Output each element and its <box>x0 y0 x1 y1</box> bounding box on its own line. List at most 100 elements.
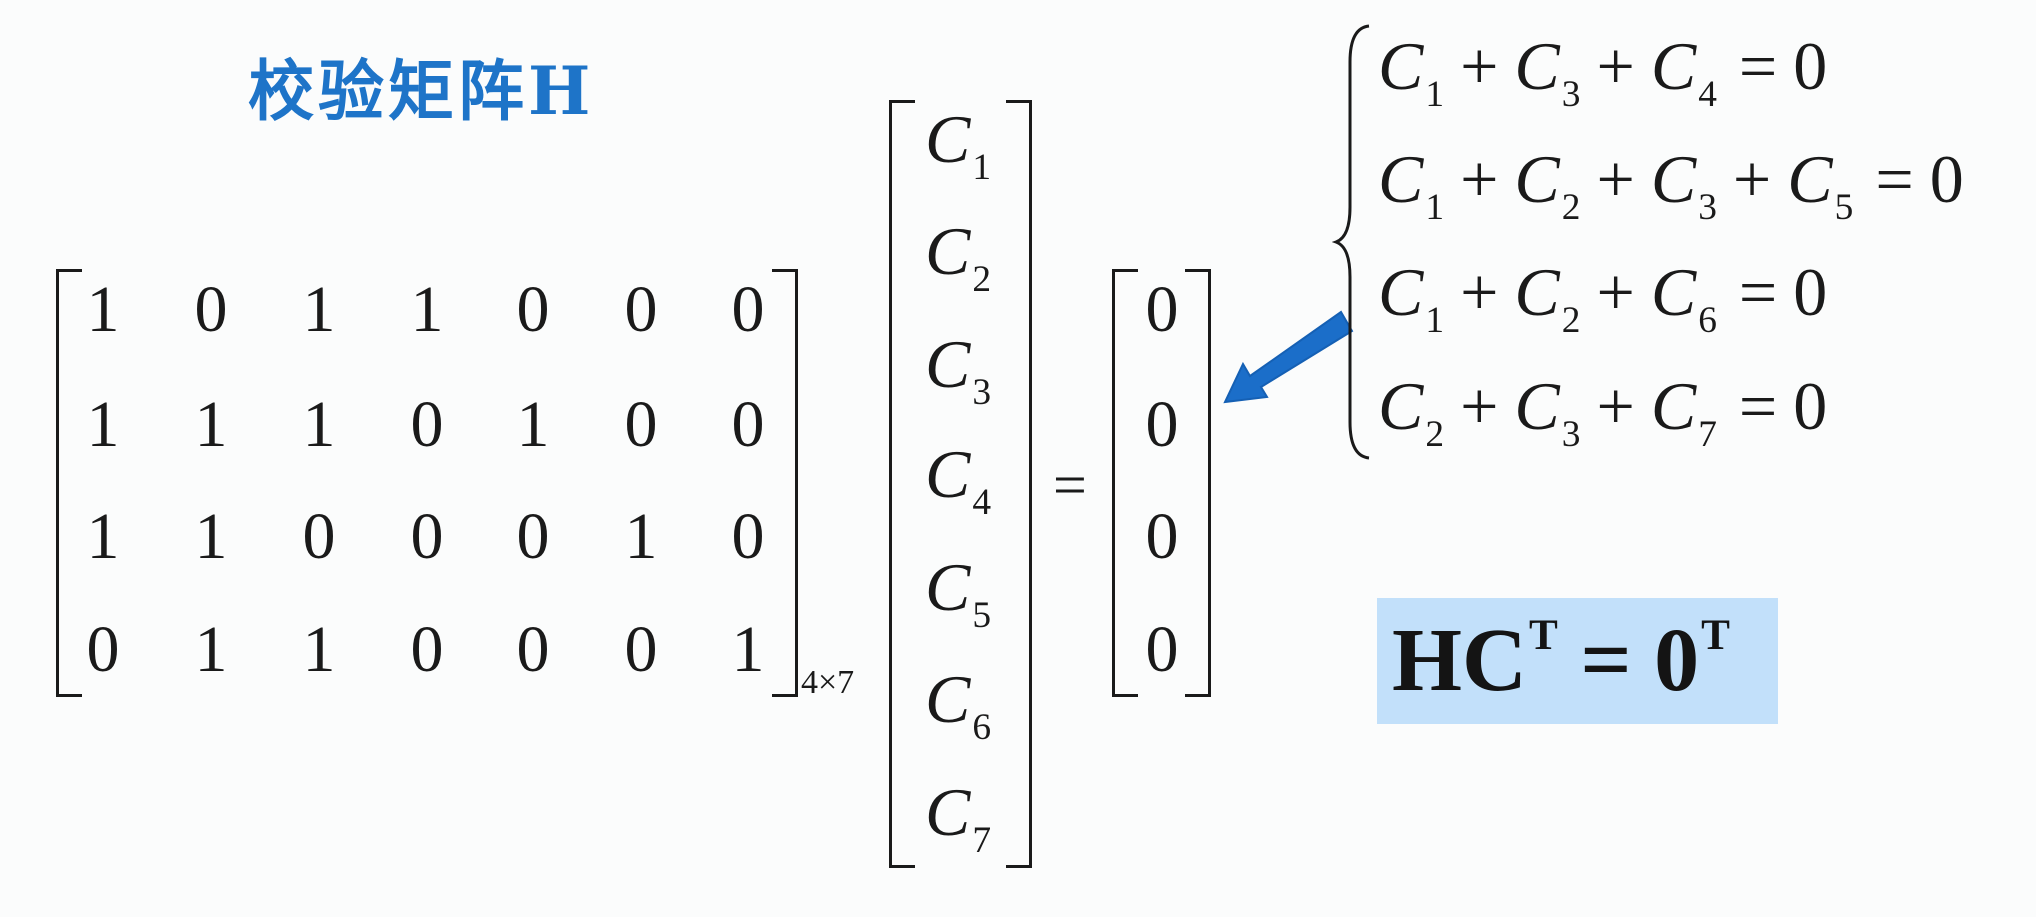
zero-vector-entry: 0 <box>1145 388 1179 461</box>
equation-rhs: 0 <box>1793 254 1828 330</box>
term-symbol: C <box>1787 141 1833 217</box>
matrix-h-cell: 0 <box>410 388 444 461</box>
term-symbol: C <box>1514 368 1560 444</box>
formula-lhs-sup: T <box>1529 612 1558 659</box>
zero-vector-right-bracket <box>1185 269 1211 697</box>
equation-equals: = <box>1738 28 1778 104</box>
codeword-entry: C4 <box>898 440 1018 521</box>
codeword-index: 4 <box>972 481 992 523</box>
codeword-entry: C3 <box>898 330 1018 411</box>
term-symbol: C <box>1514 254 1560 330</box>
formula-rhs: 0 <box>1654 611 1700 711</box>
matrix-h-cell: 0 <box>194 273 228 346</box>
matrix-h-cell: 0 <box>410 613 444 686</box>
equation-line: C1+C3+C4=0 <box>1378 32 1827 113</box>
equation-equals: = <box>1875 141 1914 217</box>
codeword-index: 5 <box>972 594 992 636</box>
plus-sign: + <box>1596 254 1635 330</box>
matrix-h-cell: 0 <box>731 500 765 573</box>
equation-equals: = <box>1738 368 1778 444</box>
equation-term: C2 <box>1514 254 1580 339</box>
formula-eq: = <box>1580 611 1632 711</box>
term-index: 4 <box>1698 73 1717 115</box>
term-symbol: C <box>1650 368 1697 444</box>
term-symbol: C <box>1650 254 1697 330</box>
equation-term: C6 <box>1650 254 1717 339</box>
term-index: 5 <box>1834 186 1854 228</box>
equation-term: C7 <box>1650 368 1717 453</box>
codeword-vector-right-bracket <box>1006 100 1032 868</box>
plus-sign: + <box>1596 368 1635 444</box>
term-symbol: C <box>1378 28 1424 104</box>
term-index: 2 <box>1561 299 1581 341</box>
equation-line: C2+C3+C7=0 <box>1378 372 1827 453</box>
plus-sign: + <box>1460 28 1499 104</box>
codeword-index: 6 <box>972 706 992 748</box>
term-index: 1 <box>1425 299 1445 341</box>
formula-rhs-sup: T <box>1701 612 1730 659</box>
plus-sign: + <box>1460 368 1499 444</box>
equation-term: C2 <box>1378 368 1444 453</box>
term-index: 7 <box>1698 413 1717 455</box>
zero-vector-entry: 0 <box>1145 500 1179 573</box>
equation-rhs: 0 <box>1793 368 1828 444</box>
matrix-h-cell: 0 <box>516 613 550 686</box>
matrix-h-cell: 0 <box>516 273 550 346</box>
codeword-entry: C1 <box>898 105 1018 186</box>
highlight-formula: HCT = 0T <box>1392 614 1730 706</box>
codeword-symbol: C <box>924 101 971 177</box>
matrix-h-left-bracket <box>56 269 82 697</box>
codeword-vector-left-bracket <box>889 100 915 868</box>
matrix-h-cell: 1 <box>302 273 336 346</box>
matrix-h-cell: 1 <box>194 613 228 686</box>
codeword-symbol: C <box>924 661 971 737</box>
term-index: 3 <box>1698 186 1717 228</box>
zero-vector-entry: 0 <box>1145 273 1179 346</box>
matrix-h-cell: 0 <box>302 500 336 573</box>
term-index: 1 <box>1425 186 1445 228</box>
term-symbol: C <box>1514 141 1560 217</box>
equation-term: C3 <box>1650 141 1717 226</box>
matrix-h-cell: 1 <box>731 613 765 686</box>
plus-sign: + <box>1596 28 1635 104</box>
matrix-h-cell: 0 <box>86 613 120 686</box>
codeword-index: 7 <box>972 819 992 861</box>
equation-line: C1+C2+C6=0 <box>1378 258 1827 339</box>
term-symbol: C <box>1650 28 1697 104</box>
term-index: 2 <box>1561 186 1581 228</box>
plus-sign: + <box>1596 141 1635 217</box>
term-symbol: C <box>1650 141 1697 217</box>
matrix-h-right-bracket <box>772 269 798 697</box>
matrix-h-cell: 0 <box>410 500 444 573</box>
matrix-h-cell: 1 <box>624 500 658 573</box>
codeword-symbol: C <box>924 549 971 625</box>
matrix-h-cell: 1 <box>194 500 228 573</box>
matrix-h-cell: 0 <box>624 273 658 346</box>
equation-term: C3 <box>1514 28 1580 113</box>
zero-vector-left-bracket <box>1112 269 1138 697</box>
equation-term: C1 <box>1378 141 1444 226</box>
codeword-entry: C6 <box>898 665 1018 746</box>
term-index: 2 <box>1425 413 1445 455</box>
matrix-h-cell: 1 <box>86 388 120 461</box>
left-brace-icon <box>1332 24 1370 460</box>
equation-line: C1+C2+C3+C5=0 <box>1378 145 1964 226</box>
matrix-h-cell: 0 <box>624 388 658 461</box>
matrix-h-cell: 1 <box>302 388 336 461</box>
plus-sign: + <box>1732 141 1772 217</box>
matrix-h-cell: 0 <box>731 273 765 346</box>
codeword-entry: C7 <box>898 778 1018 859</box>
equation-term: C3 <box>1514 368 1580 453</box>
plus-sign: + <box>1460 254 1499 330</box>
equation-term: C5 <box>1787 141 1853 226</box>
slide-title: 校验矩阵H <box>248 52 595 130</box>
codeword-symbol: C <box>924 326 971 402</box>
term-symbol: C <box>1378 368 1424 444</box>
zero-vector-entry: 0 <box>1145 613 1179 686</box>
codeword-index: 3 <box>972 371 992 413</box>
term-symbol: C <box>1378 254 1424 330</box>
matrix-h-cell: 1 <box>86 500 120 573</box>
arrow-pointing-left-down-icon <box>1223 310 1354 404</box>
equation-term: C4 <box>1650 28 1717 113</box>
term-index: 6 <box>1698 299 1717 341</box>
